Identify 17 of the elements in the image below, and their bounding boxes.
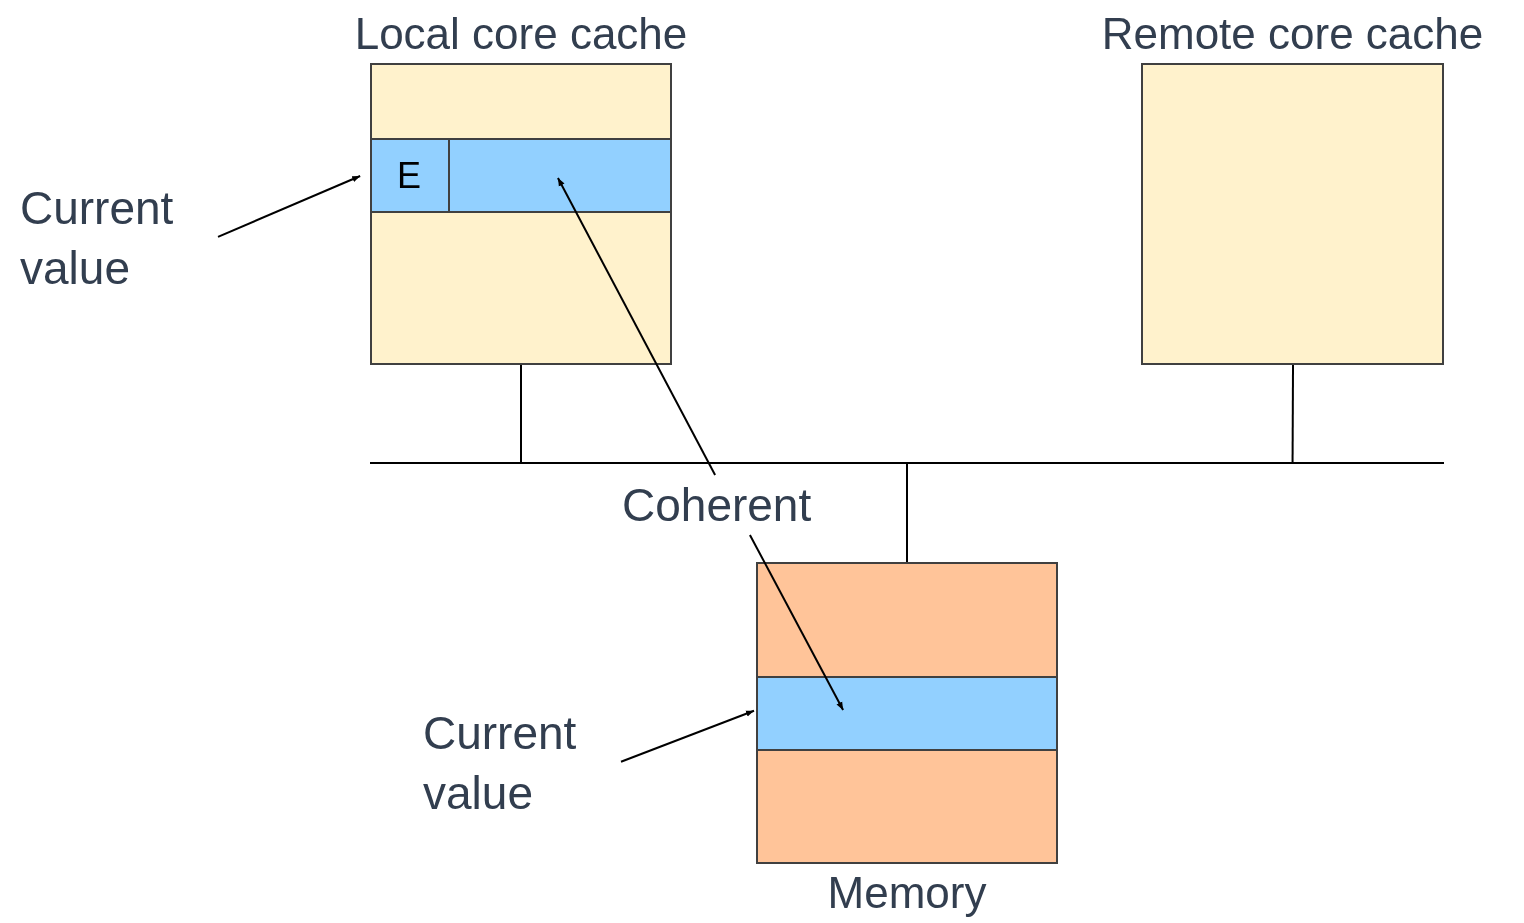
bus-line	[370, 462, 1444, 464]
arrow	[748, 534, 845, 711]
connector-line	[906, 463, 908, 563]
cache-line-bar	[370, 138, 672, 213]
box-heading: Memory	[827, 867, 987, 919]
arrow	[620, 709, 755, 763]
text-label: Current value	[423, 703, 623, 823]
box-heading: Remote core cache	[1101, 8, 1484, 60]
state-cell: E	[370, 138, 450, 213]
text-label: Coherent	[622, 475, 837, 535]
arrow	[556, 177, 717, 476]
box-heading: Local core cache	[354, 8, 688, 60]
cache-line-bar	[756, 676, 1058, 751]
arrow	[217, 175, 362, 238]
text-label: Current value	[20, 178, 220, 298]
connector-line	[520, 364, 522, 463]
connector-line	[1291, 364, 1294, 463]
